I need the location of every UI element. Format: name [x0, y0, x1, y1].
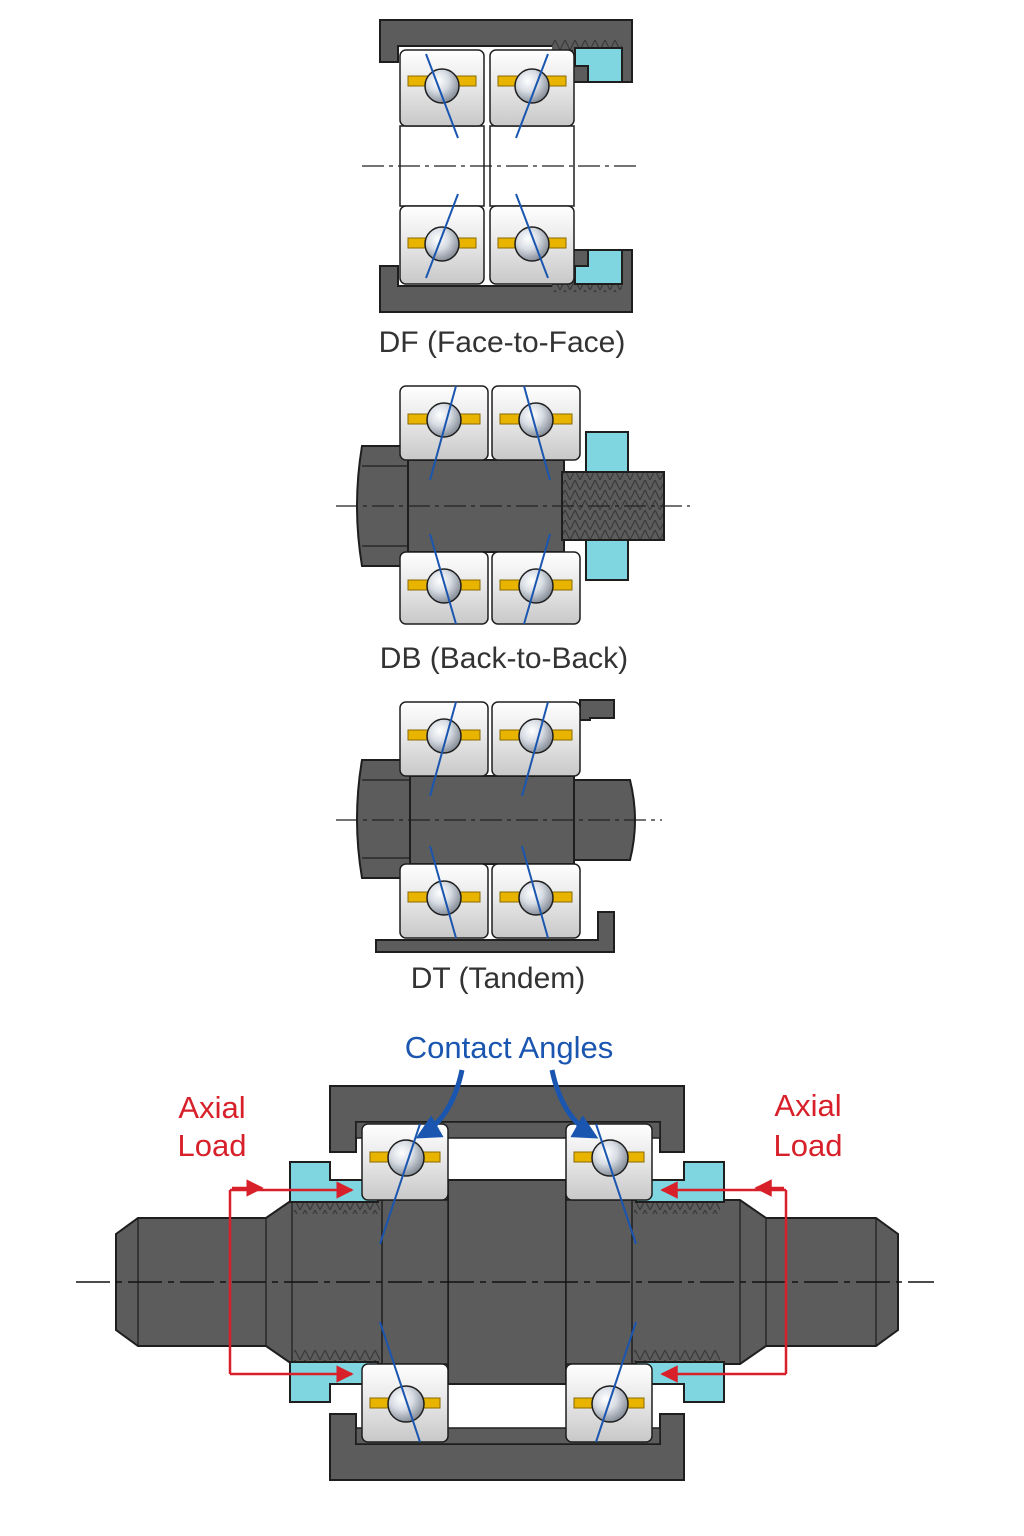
- assembly-bearing-left-bottom: [361, 1321, 449, 1443]
- dt-bearing-2-top: [491, 701, 581, 797]
- db-bearing-1-top: [399, 385, 489, 481]
- assembly-thread-right-bottom: [634, 1350, 720, 1362]
- df-bearing-1-bottom: [399, 193, 485, 285]
- assembly-thread-left-bottom: [294, 1350, 380, 1362]
- db-label: DB (Back-to-Back): [380, 642, 628, 675]
- df-label: DF (Face-to-Face): [379, 326, 626, 359]
- assembly-bearing-right-bottom: [565, 1321, 653, 1443]
- assembly-bearing-left-top: [361, 1123, 449, 1245]
- contact-angle-pointer-right: [549, 1069, 599, 1139]
- axial-load-label-right-line1: Axial: [774, 1088, 841, 1123]
- axial-load-label-left-line2: Load: [178, 1128, 247, 1163]
- contact-angle-pointer-left: [415, 1069, 465, 1139]
- db-bearing-2-bottom: [491, 533, 581, 625]
- dt-label: DT (Tandem): [411, 962, 586, 995]
- df-bearing-2-bottom: [489, 193, 575, 285]
- df-nut-bottom: [574, 249, 623, 285]
- dt-bearing-1-bottom: [399, 845, 489, 939]
- df-bearing-2-top: [489, 49, 575, 139]
- dt-housing-top: [579, 699, 615, 721]
- axial-load-label-left-line1: Axial: [178, 1090, 245, 1125]
- db-nut-bottom: [585, 539, 629, 581]
- dt-bearing-1-top: [399, 701, 489, 797]
- db-arrangement: DB (Back-to-Back): [336, 385, 690, 675]
- dt-arrangement: DT (Tandem): [336, 699, 662, 995]
- contact-angles-label: Contact Angles: [405, 1030, 614, 1065]
- df-thread-bottom: [552, 282, 622, 292]
- axial-load-label-right-line2: Load: [774, 1128, 843, 1163]
- assembly-detail: Contact Angles Axial Load Axial Load: [76, 1030, 934, 1481]
- dt-shaft-head: [356, 759, 411, 879]
- db-nut-top: [585, 431, 629, 473]
- assembly-thread-left-top: [294, 1202, 380, 1214]
- dt-housing-bottom: [375, 911, 615, 953]
- df-arrangement: DF (Face-to-Face): [362, 19, 640, 359]
- db-bearing-1-bottom: [399, 533, 489, 625]
- assembly-thread-right-top: [634, 1202, 720, 1214]
- df-nut-top: [574, 47, 623, 83]
- assembly-bearing-right-top: [565, 1123, 653, 1245]
- db-bearing-2-top: [491, 385, 581, 481]
- db-thread-shaft: [561, 471, 665, 541]
- dt-bearing-2-bottom: [491, 845, 581, 939]
- df-bearing-1-top: [399, 49, 485, 139]
- df-thread-top: [552, 40, 622, 50]
